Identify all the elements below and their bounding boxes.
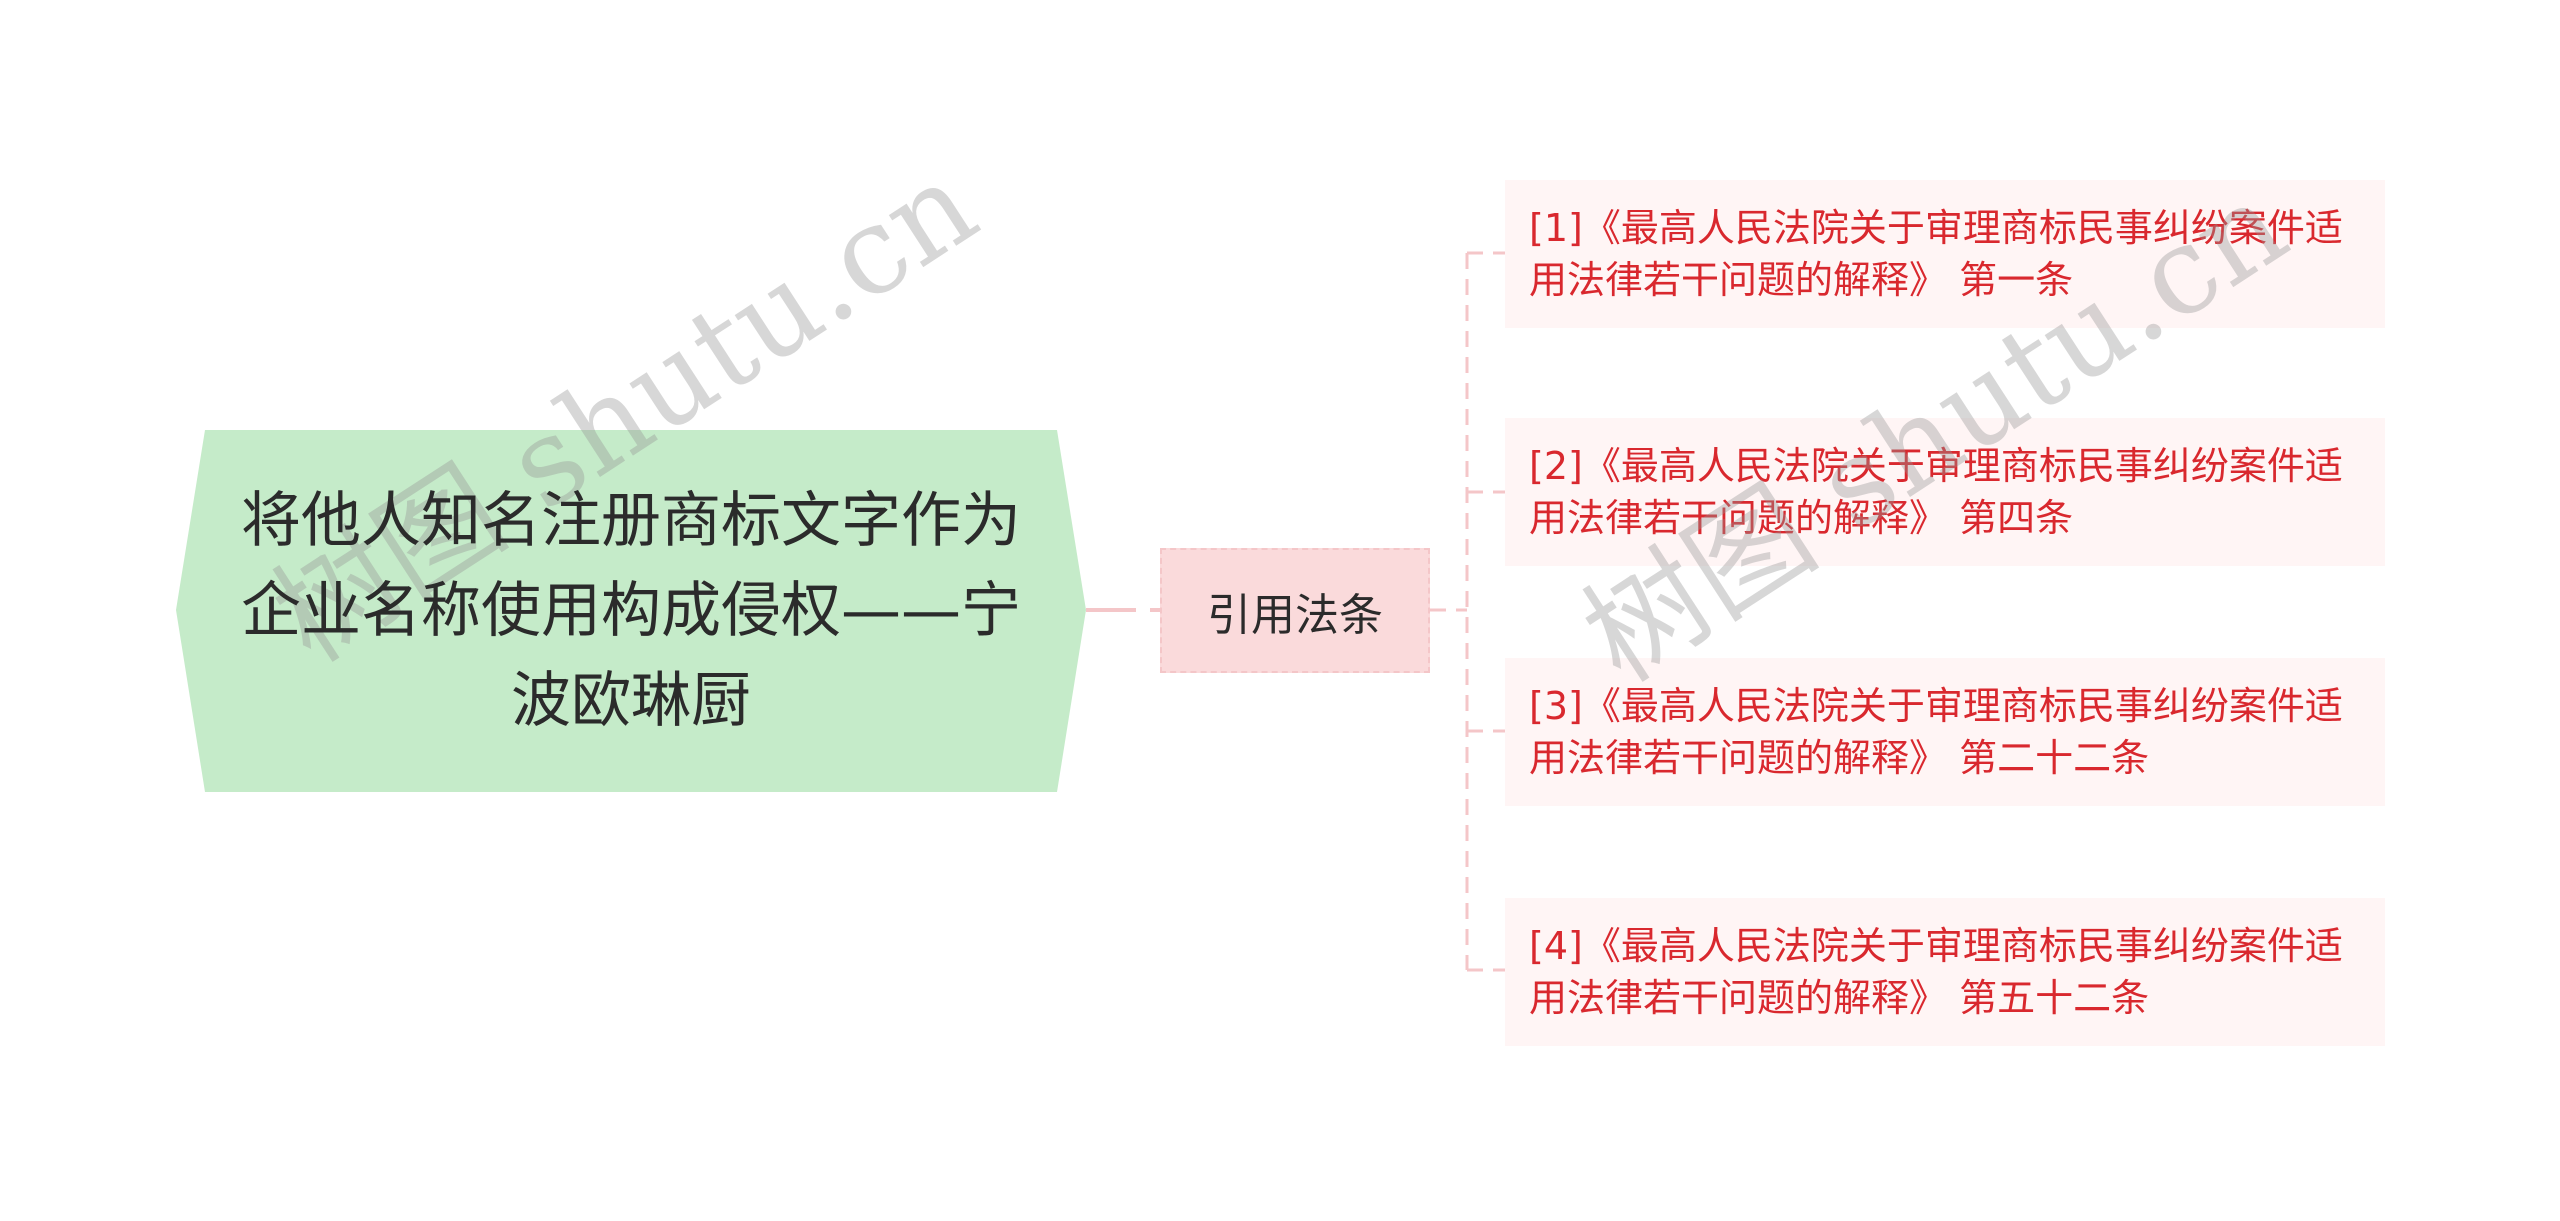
root-topic-label: 将他人知名注册商标文字作为企业名称使用构成侵权——宁波欧琳厨 [241,486,1021,736]
leaf-node-2[interactable]: [2]《最高人民法院关于审理商标民事纠纷案件适用法律若干问题的解释》 第四条 [1505,418,2385,566]
root-hexagon-shape [176,430,1086,792]
leaf-label: [1]《最高人民法院关于审理商标民事纠纷案件适用法律若干问题的解释》 第一条 [1529,206,2343,302]
leaf-node-4[interactable]: [4]《最高人民法院关于审理商标民事纠纷案件适用法律若干问题的解释》 第五十二条 [1505,898,2385,1046]
leaf-label: [3]《最高人民法院关于审理商标民事纠纷案件适用法律若干问题的解释》 第二十二条 [1529,684,2343,780]
branch-node-cited-laws[interactable]: 引用法条 [1160,548,1430,673]
branch-label: 引用法条 [1207,589,1383,641]
leaf-label: [2]《最高人民法院关于审理商标民事纠纷案件适用法律若干问题的解释》 第四条 [1529,444,2343,540]
root-topic-node[interactable]: 将他人知名注册商标文字作为企业名称使用构成侵权——宁波欧琳厨 [176,430,1086,792]
leaf-label: [4]《最高人民法院关于审理商标民事纠纷案件适用法律若干问题的解释》 第五十二条 [1529,924,2343,1020]
leaf-node-1[interactable]: [1]《最高人民法院关于审理商标民事纠纷案件适用法律若干问题的解释》 第一条 [1505,180,2385,328]
leaf-node-3[interactable]: [3]《最高人民法院关于审理商标民事纠纷案件适用法律若干问题的解释》 第二十二条 [1505,658,2385,806]
